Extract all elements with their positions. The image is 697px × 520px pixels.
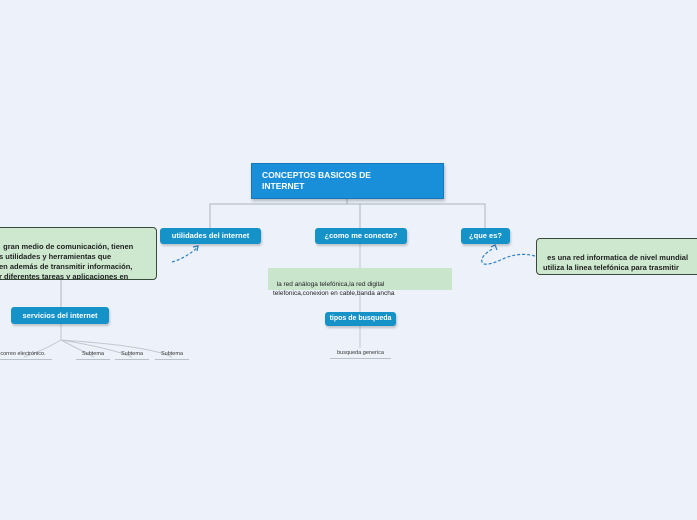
callout-utilidades[interactable]: gran medio de comunicación, tienen s uti… [0, 227, 157, 280]
callout-utilidades-text: gran medio de comunicación, tienen s uti… [0, 242, 134, 280]
topic-que-es-label: ¿que es? [469, 231, 502, 240]
topic-que-es[interactable]: ¿que es? [461, 228, 510, 244]
root-node-title[interactable]: CONCEPTOS BASICOS DE INTERNET [251, 163, 444, 199]
relation-utilidades [171, 246, 199, 263]
topic-tipos-busqueda[interactable]: tipos de busqueda [325, 312, 396, 326]
leaf-subtema-1[interactable]: Subtema [76, 350, 110, 360]
root-title-text: CONCEPTOS BASICOS DE INTERNET [262, 170, 371, 191]
topic-utilidades[interactable]: utilidades del internet [160, 228, 261, 244]
relation-que-es [481, 247, 536, 265]
topic-tipos-busqueda-label: tipos de busqueda [329, 315, 392, 322]
topic-como-conecto[interactable]: ¿como me conecto? [315, 228, 407, 244]
relation-utilidades-arrow [192, 245, 199, 252]
leaf-correo[interactable]: correo electrónico. [0, 350, 52, 360]
callout-conexion-text: la red análoga telefónica,la red digital… [273, 281, 395, 297]
relation-que-es-arrow [490, 244, 498, 251]
leaf-subtema-3-label: Subtema [160, 351, 183, 357]
leaf-busqueda-generica-label: busqueda generica [337, 350, 384, 356]
leaf-subtema-3[interactable]: Subtema [155, 350, 189, 360]
topic-utilidades-label: utilidades del internet [171, 231, 250, 240]
callout-que-es-text: es una red informatica de nivel mundial … [543, 253, 689, 274]
leaf-correo-label: correo electrónico. [0, 351, 46, 357]
callout-que-es[interactable]: es una red informatica de nivel mundial … [536, 238, 697, 275]
topic-servicios-label: servicios del internet [22, 311, 98, 320]
leaf-busqueda-generica[interactable]: busqueda generica [330, 349, 391, 359]
leaf-subtema-2[interactable]: Subtema [115, 350, 149, 360]
callout-conexion[interactable]: la red análoga telefónica,la red digital… [268, 268, 452, 297]
connector-root-branch [209, 199, 486, 228]
topic-como-conecto-label: ¿como me conecto? [324, 231, 398, 240]
leaf-subtema-1-label: Subtema [81, 351, 104, 357]
connector-servicios-subtopics [23, 324, 173, 358]
topic-servicios[interactable]: servicios del internet [11, 307, 109, 324]
leaf-subtema-2-label: Subtema [120, 351, 143, 357]
